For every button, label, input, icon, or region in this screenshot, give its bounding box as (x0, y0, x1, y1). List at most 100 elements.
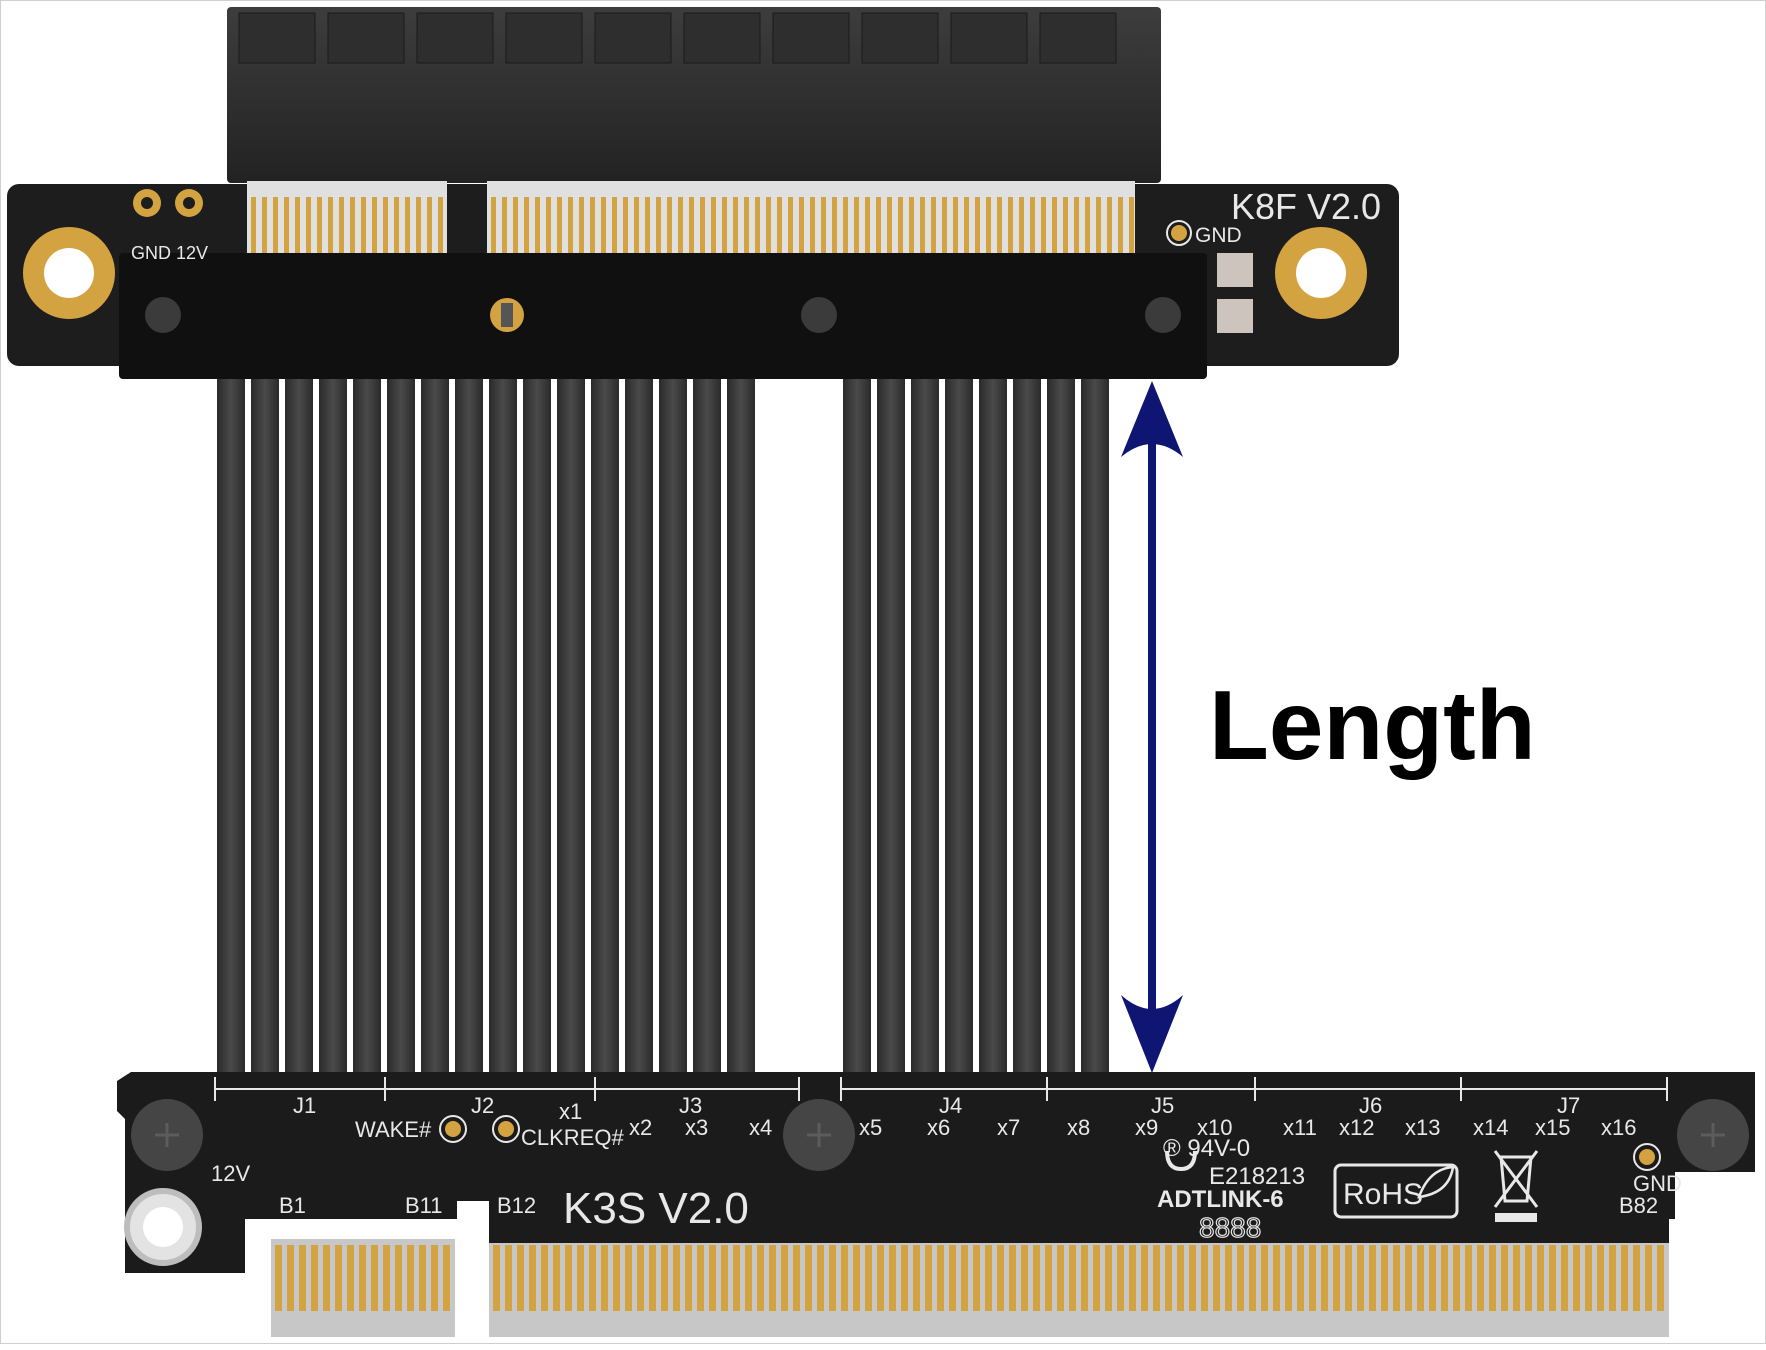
ribbon-cable (523, 371, 551, 1081)
contact-pin (328, 197, 333, 253)
ribbon-cable (285, 371, 313, 1081)
slot-rib (505, 12, 583, 64)
gold-finger (419, 1245, 426, 1311)
gold-finger (1249, 1245, 1256, 1311)
contact-pin (601, 197, 606, 253)
gold-finger (1513, 1245, 1520, 1311)
gold-finger (973, 1245, 980, 1311)
slot-rib (683, 12, 761, 64)
contact-pin (1063, 197, 1068, 253)
wake-label: WAKE# (355, 1117, 432, 1142)
gold-finger (275, 1245, 282, 1311)
gold-finger (637, 1245, 644, 1311)
gold-finger (1441, 1245, 1448, 1311)
contact-pin (273, 197, 278, 253)
gold-finger (949, 1245, 956, 1311)
contact-pin (557, 197, 562, 253)
bottom-gnd-label: GND (1633, 1171, 1682, 1196)
contact-pin (394, 197, 399, 253)
contact-pin (799, 197, 804, 253)
top-board: K8F V2.0 GND GND 12V (7, 7, 1399, 379)
contact-pin (843, 197, 848, 253)
contact-pin (986, 197, 991, 253)
bottom-pcb (117, 1072, 1755, 1273)
smd-component (1217, 253, 1253, 287)
contact-pin (405, 197, 410, 253)
gold-finger (1381, 1245, 1388, 1311)
gold-finger (323, 1245, 330, 1311)
contact-pin (251, 197, 256, 253)
rohs-badge (1333, 1163, 1459, 1219)
slot-rib (861, 12, 939, 64)
contact-pin (1030, 197, 1035, 253)
gold-finger (1525, 1245, 1532, 1311)
contact-pin (931, 197, 936, 253)
gold-finger (1177, 1245, 1184, 1311)
arrow-head-up (1121, 381, 1183, 457)
gold-finger (769, 1245, 776, 1311)
lane-label: x14 (1473, 1115, 1508, 1140)
contact-pin (383, 197, 388, 253)
gold-finger (721, 1245, 728, 1311)
gold-finger (1009, 1245, 1016, 1311)
gold-finger (1261, 1245, 1268, 1311)
gold-finger (589, 1245, 596, 1311)
contact-pin (579, 197, 584, 253)
contact-pin (975, 197, 980, 253)
lane-label: x12 (1339, 1115, 1374, 1140)
gold-finger (925, 1245, 932, 1311)
gold-finger (395, 1245, 402, 1311)
gold-finger (431, 1245, 438, 1311)
gold-finger (745, 1245, 752, 1311)
gold-finger (443, 1245, 450, 1311)
gold-finger (1069, 1245, 1076, 1311)
contact-pin (810, 197, 815, 253)
gold-finger (1201, 1245, 1208, 1311)
slot-ribs (238, 12, 1117, 64)
ribbon-cable (659, 371, 687, 1081)
contact-pin (339, 197, 344, 253)
contact-pin (667, 197, 672, 253)
gold-finger (1585, 1245, 1592, 1311)
contact-pin (953, 197, 958, 253)
contact-pin (438, 197, 443, 253)
slot-rib (327, 12, 405, 64)
top-power-label: GND 12V (131, 243, 208, 263)
gold-finger (1501, 1245, 1508, 1311)
contact-pin (887, 197, 892, 253)
gold-finger (781, 1245, 788, 1311)
gnd-pad-bottom (1639, 1149, 1655, 1165)
contact-pin (361, 197, 366, 253)
gold-finger (961, 1245, 968, 1311)
contact-pin (590, 197, 595, 253)
lane-label: x16 (1601, 1115, 1636, 1140)
contact-pin (1129, 197, 1134, 253)
ribbon-cable (387, 371, 415, 1081)
leaf-icon (1417, 1165, 1455, 1199)
gold-finger (1213, 1245, 1220, 1311)
contact-pin (733, 197, 738, 253)
ribbon-cable (421, 371, 449, 1081)
gold-finger (829, 1245, 836, 1311)
gold-finger (565, 1245, 572, 1311)
gold-finger (1309, 1245, 1316, 1311)
gold-finger (1297, 1245, 1304, 1311)
contact-pin (416, 197, 421, 253)
arrow-head-down (1121, 995, 1183, 1073)
contact-pin (656, 197, 661, 253)
gold-finger (1225, 1245, 1232, 1311)
contact-pin (755, 197, 760, 253)
contact-pin (502, 197, 507, 253)
lane-label: x7 (997, 1115, 1020, 1140)
contact-pin (1008, 197, 1013, 253)
clamp-screw (145, 297, 181, 333)
gold-finger (299, 1245, 306, 1311)
contact-pin (1118, 197, 1123, 253)
gold-finger (937, 1245, 944, 1311)
contact-pin (777, 197, 782, 253)
pin-b1-label: B1 (279, 1193, 306, 1218)
ribbon-cable (911, 371, 939, 1081)
gold-finger (1489, 1245, 1496, 1311)
gold-finger (853, 1245, 860, 1311)
gold-finger (685, 1245, 692, 1311)
